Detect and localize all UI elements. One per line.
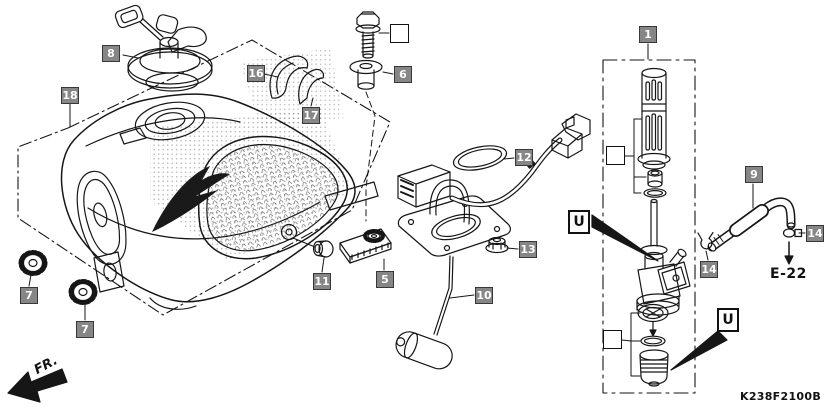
strainer-o-ring [643, 188, 667, 198]
wire-connector [551, 113, 591, 159]
rubber-mount-7b [68, 279, 98, 305]
part-label-9: 9 [745, 166, 763, 183]
part-label-14b: 14 [806, 225, 824, 242]
external-ref-label: E-22 [770, 266, 807, 282]
tank-boundary-box [17, 39, 391, 316]
tube-clip-14a [697, 231, 714, 250]
fuel-tube-9 [707, 197, 796, 252]
bracket-line [624, 118, 647, 194]
u-ref-box-1: U [568, 210, 590, 234]
part-label-10: 10 [475, 287, 493, 304]
fuel-tank [60, 93, 379, 310]
part-label-17: 17 [302, 107, 320, 124]
bracket-line [621, 312, 641, 377]
fr-direction-arrow [7, 368, 68, 403]
part-label-7b: 7 [76, 321, 94, 338]
cup-o-ring [640, 335, 666, 347]
knee-pad [197, 135, 348, 260]
o-ring-12 [452, 145, 508, 171]
empty-ref-box-strainer [606, 146, 625, 165]
wing-emblem [152, 166, 230, 232]
flange-bolt [355, 11, 381, 59]
tank-guard-17 [298, 68, 325, 105]
tank-guard-16 [269, 55, 309, 99]
part-label-1: 1 [639, 26, 657, 43]
part-label-13: 13 [519, 241, 537, 258]
part-label-12: 12 [515, 149, 533, 166]
sediment-cup [639, 349, 669, 387]
mount-collar [349, 59, 383, 222]
sediment-screen [637, 303, 669, 337]
part-label-5: 5 [376, 271, 394, 288]
empty-ref-box-cup [603, 330, 622, 349]
fuel-cock [636, 198, 691, 316]
leader-lines [28, 32, 806, 321]
part-label-8: 8 [102, 45, 120, 62]
u-arrow-2 [670, 330, 728, 371]
part-label-7a: 7 [20, 287, 38, 304]
grommet-11 [312, 240, 334, 258]
fuel-sender-unit [397, 164, 511, 257]
part-label-14a: 14 [700, 261, 718, 278]
u-ref-box-2: U [717, 308, 739, 332]
fuel-cap [127, 36, 213, 92]
part-label-11: 11 [313, 273, 331, 290]
filler-neck [119, 101, 206, 145]
nut-13 [485, 236, 509, 254]
float-arm [395, 255, 454, 370]
part-label-16: 16 [247, 65, 265, 82]
keys [114, 4, 207, 53]
part-label-6: 6 [394, 66, 412, 83]
empty-ref-box-bolt [390, 24, 409, 43]
part-label-18: 18 [61, 87, 79, 104]
strainer-cup [647, 169, 663, 188]
u-arrow-1 [591, 214, 659, 262]
tank-trim [76, 170, 127, 265]
rubber-mount-7a [18, 250, 48, 276]
rubber-pad-5 [339, 228, 392, 264]
e22-arrow [784, 241, 794, 265]
diagram-code: K238F2100B [740, 390, 821, 403]
fuel-strainer-tube [637, 67, 671, 170]
